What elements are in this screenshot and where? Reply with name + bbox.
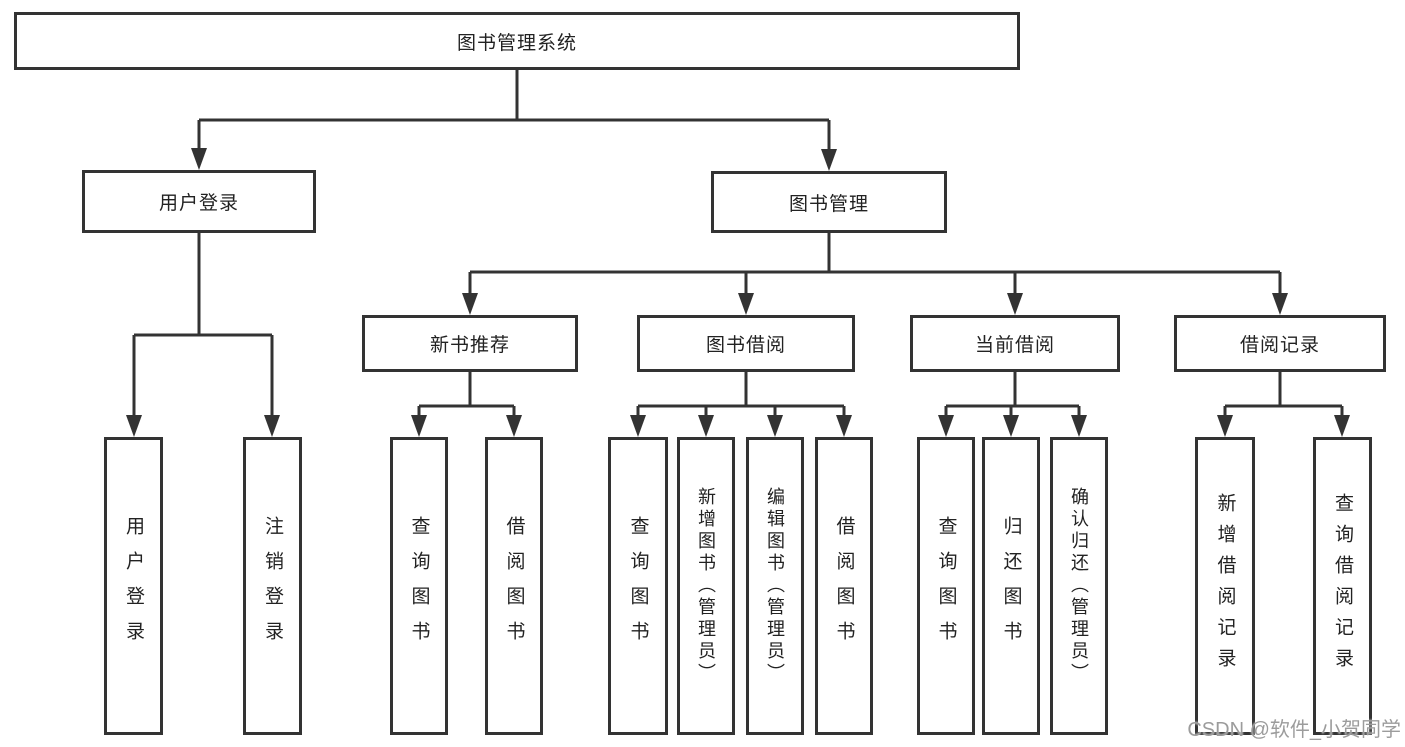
node-user-login-label: 用户登录 bbox=[158, 193, 239, 214]
leaf-newbook-borrow-books: 借阅图书 bbox=[485, 437, 543, 735]
leaf-add-book-admin: 新增图书（管理员） bbox=[677, 437, 735, 735]
leaf-return-book-label: 归还图书 bbox=[1000, 516, 1022, 656]
node-library-management-system: 图书管理系统 bbox=[14, 12, 1020, 70]
node-new-book-recommendation: 新书推荐 bbox=[362, 315, 578, 372]
leaf-edit-book-admin: 编辑图书（管理员） bbox=[746, 437, 804, 735]
leaf-logout-label: 注销登录 bbox=[262, 516, 283, 656]
node-user-login: 用户登录 bbox=[82, 170, 316, 233]
leaf-newbook-borrow-books-label: 借阅图书 bbox=[503, 516, 525, 656]
leaf-user-login-label: 用户登录 bbox=[123, 516, 144, 656]
node-borrowing-records-label: 借阅记录 bbox=[1239, 335, 1320, 356]
leaf-add-borrow-record-label: 新增借阅记录 bbox=[1214, 493, 1236, 679]
connector-bookmgmt-to-level3 bbox=[462, 233, 1288, 315]
leaf-add-book-admin-label: 新增图书（管理员） bbox=[696, 487, 716, 685]
connector-userlogin-to-leaves bbox=[126, 233, 280, 437]
leaf-return-book: 归还图书 bbox=[982, 437, 1040, 735]
leaf-borrow-query-books-label: 查询图书 bbox=[627, 516, 649, 656]
leaf-query-borrow-record: 查询借阅记录 bbox=[1313, 437, 1372, 735]
leaf-logout: 注销登录 bbox=[243, 437, 302, 735]
node-current-borrowing: 当前借阅 bbox=[910, 315, 1120, 372]
node-borrowing-records: 借阅记录 bbox=[1174, 315, 1386, 372]
connector-newbook-to-leaves bbox=[411, 372, 522, 437]
node-book-management-label: 图书管理 bbox=[788, 193, 869, 215]
leaf-borrow-query-books: 查询图书 bbox=[608, 437, 668, 735]
leaf-user-login: 用户登录 bbox=[104, 437, 163, 735]
node-book-borrowing: 图书借阅 bbox=[637, 315, 855, 372]
node-current-borrowing-label: 当前借阅 bbox=[974, 335, 1055, 356]
node-library-management-system-label: 图书管理系统 bbox=[456, 32, 577, 54]
csdn-watermark: CSDN @软件_小贺同学 bbox=[1187, 719, 1401, 741]
connector-bookborrow-to-leaves bbox=[630, 372, 852, 437]
connector-currentborrow-to-leaves bbox=[938, 372, 1087, 437]
leaf-query-borrow-record-label: 查询借阅记录 bbox=[1332, 493, 1353, 679]
leaf-newbook-query-books-label: 查询图书 bbox=[408, 516, 430, 656]
leaf-borrow-book: 借阅图书 bbox=[815, 437, 873, 735]
leaf-add-borrow-record: 新增借阅记录 bbox=[1195, 437, 1255, 735]
node-book-management: 图书管理 bbox=[711, 171, 947, 233]
leaf-edit-book-admin-label: 编辑图书（管理员） bbox=[765, 487, 785, 685]
connector-root-to-level2 bbox=[191, 70, 837, 171]
node-book-borrowing-label: 图书借阅 bbox=[705, 335, 786, 356]
leaf-current-query-books: 查询图书 bbox=[917, 437, 975, 735]
node-new-book-recommendation-label: 新书推荐 bbox=[429, 335, 510, 356]
connector-borrowrecords-to-leaves bbox=[1217, 372, 1350, 437]
leaf-confirm-return-admin: 确认归还（管理员） bbox=[1050, 437, 1108, 735]
leaf-borrow-book-label: 借阅图书 bbox=[833, 516, 855, 656]
leaf-newbook-query-books: 查询图书 bbox=[390, 437, 448, 735]
leaf-current-query-books-label: 查询图书 bbox=[935, 516, 957, 656]
leaf-confirm-return-admin-label: 确认归还（管理员） bbox=[1069, 487, 1089, 685]
